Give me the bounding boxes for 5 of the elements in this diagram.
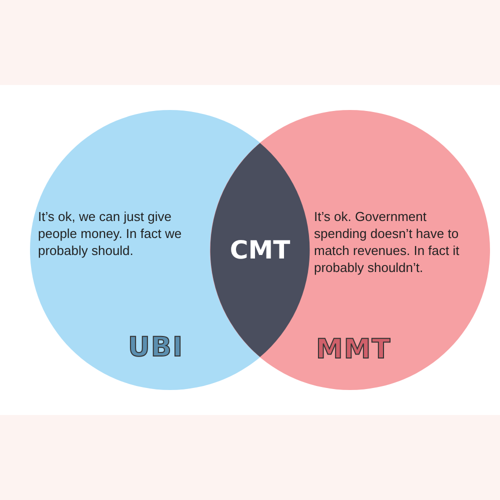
overlap-label: CMT	[230, 236, 290, 264]
circle-description: It’s ok. Government spending doesn’t have to match revenues. In fact it probably shouldn’t.	[314, 208, 460, 276]
circle-label: UBI	[128, 332, 184, 363]
circle-label: MMT	[316, 334, 392, 365]
circle-description: It’s ok, we can just give people money. In fact we probably should.	[38, 208, 183, 259]
